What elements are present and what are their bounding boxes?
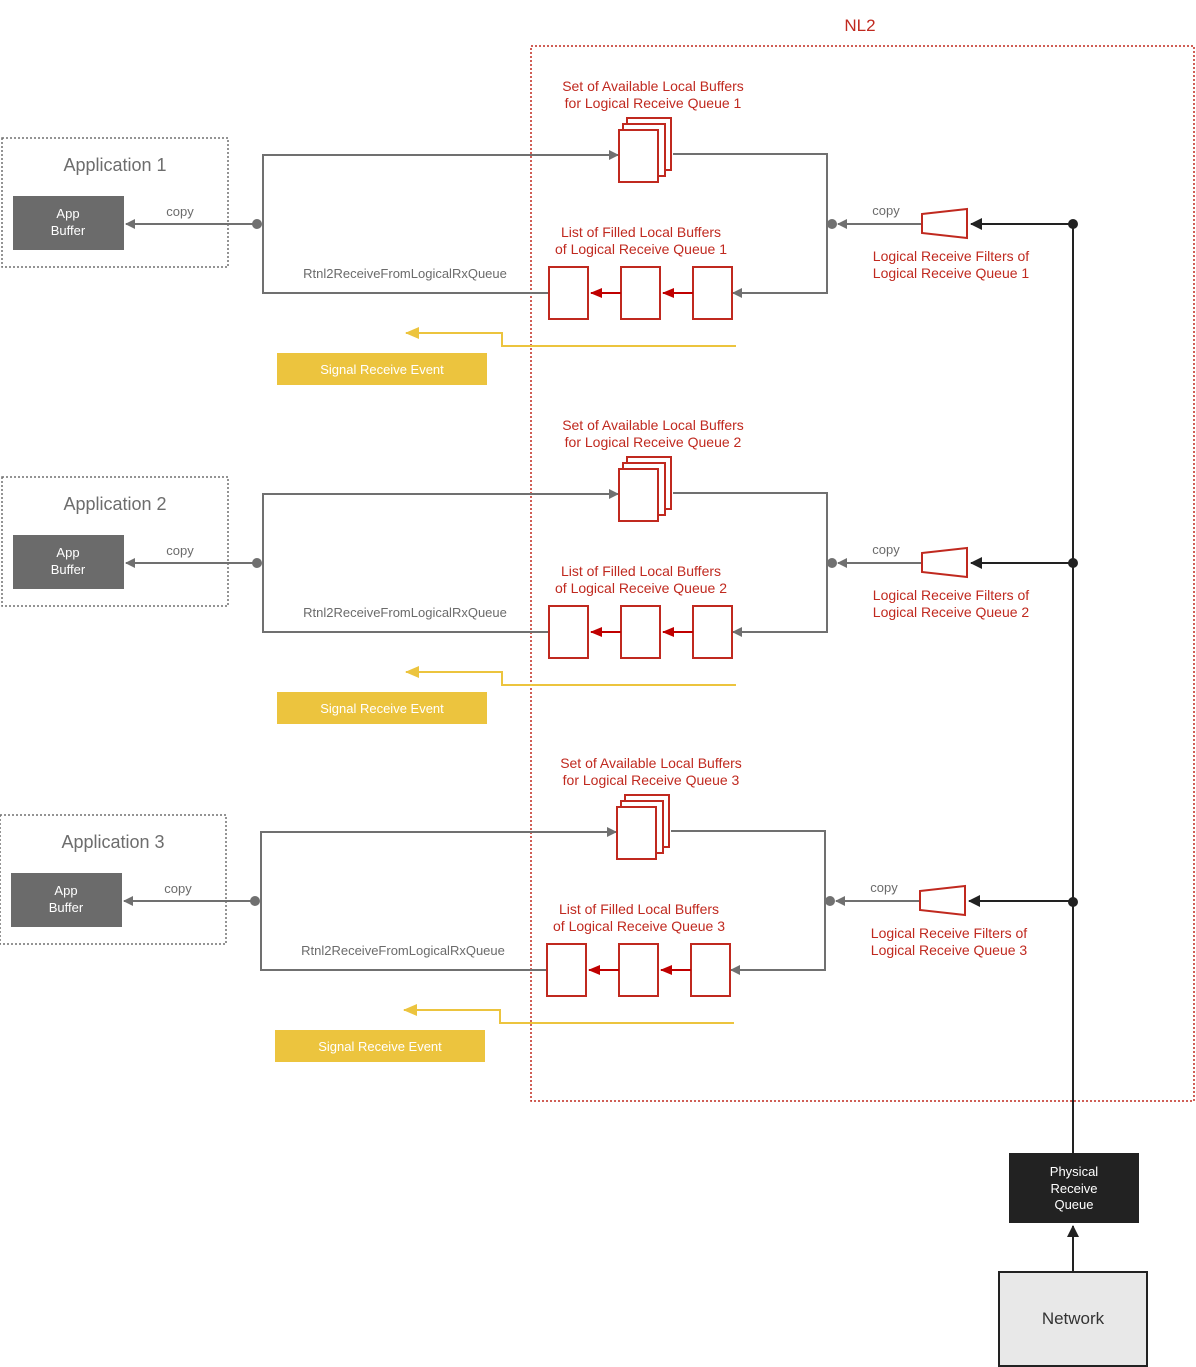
- app-buffer-label-2: Buffer: [51, 562, 86, 577]
- copy-label-right: copy: [872, 542, 900, 557]
- filter-label-2: Logical Receive Queue 3: [871, 942, 1028, 958]
- available-buffers-label-1: Set of Available Local Buffers: [562, 417, 744, 433]
- available-buffers-stack: [618, 117, 672, 183]
- copy-label-right: copy: [870, 880, 898, 895]
- available-buffers-label-2: for Logical Receive Queue 1: [565, 95, 742, 111]
- app-buffer-label-1: App: [54, 883, 77, 898]
- copy-label-left: copy: [166, 543, 194, 558]
- app-buffer: [13, 196, 124, 250]
- function-label: Rtnl2ReceiveFromLogicalRxQueue: [301, 943, 505, 958]
- filter-label-2: Logical Receive Queue 2: [873, 604, 1030, 620]
- logical-receive-filter-icon: [919, 884, 966, 917]
- copy-label-right: copy: [872, 203, 900, 218]
- junction-dot: [827, 219, 837, 229]
- nl2-boundary: [530, 45, 1195, 1102]
- filled-buffer: [548, 605, 589, 659]
- copy-label-left: copy: [164, 881, 192, 896]
- physical-queue-label-3: Queue: [1054, 1197, 1093, 1212]
- filled-buffer: [690, 943, 731, 997]
- signal-arrow: [405, 666, 736, 686]
- signal-receive-event: [277, 353, 487, 385]
- signal-receive-event: [277, 692, 487, 724]
- signal-receive-event-label: Signal Receive Event: [320, 701, 444, 716]
- application-title: Application 2: [63, 494, 166, 514]
- app-buffer-label-2: Buffer: [51, 223, 86, 238]
- signal-receive-event-label: Signal Receive Event: [318, 1039, 442, 1054]
- logical-receive-filter-icon: [921, 546, 968, 579]
- filter-label-2: Logical Receive Queue 1: [873, 265, 1030, 281]
- receive-loop-line: [262, 150, 619, 294]
- app-buffer-label-1: App: [56, 545, 79, 560]
- return-loop-line: [673, 153, 828, 298]
- app-buffer: [13, 535, 124, 589]
- filled-buffers-label-1: List of Filled Local Buffers: [561, 563, 721, 579]
- nl2-title: NL2: [844, 16, 875, 35]
- physical-queue-label-2: Receive: [1051, 1181, 1098, 1196]
- filled-buffers-label-2: of Logical Receive Queue 3: [553, 918, 725, 934]
- filter-label-1: Logical Receive Filters of: [873, 587, 1030, 603]
- return-loop-line: [673, 492, 828, 637]
- filled-buffer: [692, 605, 733, 659]
- function-label: Rtnl2ReceiveFromLogicalRxQueue: [303, 605, 507, 620]
- filled-buffer: [620, 266, 661, 320]
- filled-buffers-label-1: List of Filled Local Buffers: [559, 901, 719, 917]
- application-title: Application 3: [61, 832, 164, 852]
- junction-dot: [252, 219, 262, 229]
- available-buffers-label-2: for Logical Receive Queue 3: [563, 772, 740, 788]
- physical-receive-queue: Physical Receive Queue: [1009, 1153, 1139, 1223]
- filled-buffers-label-1: List of Filled Local Buffers: [561, 224, 721, 240]
- signal-receive-event-label: Signal Receive Event: [320, 362, 444, 377]
- receive-loop-line: [262, 489, 619, 633]
- filled-buffers-label-2: of Logical Receive Queue 2: [555, 580, 727, 596]
- return-loop-line: [671, 830, 826, 975]
- application-title: Application 1: [63, 155, 166, 175]
- junction-dot: [825, 896, 835, 906]
- application-box: [1, 476, 229, 607]
- filter-label-1: Logical Receive Filters of: [873, 248, 1030, 264]
- bus-junction-dot: [1068, 219, 1078, 229]
- network-label: Network: [1042, 1309, 1105, 1328]
- junction-dot: [827, 558, 837, 568]
- network-box: Network: [998, 1271, 1148, 1367]
- physical-queue-label-1: Physical: [1050, 1164, 1099, 1179]
- filled-buffer: [620, 605, 661, 659]
- app-buffer: [11, 873, 122, 927]
- filled-buffer: [692, 266, 733, 320]
- signal-receive-event: [275, 1030, 485, 1062]
- available-buffers-stack: [618, 456, 672, 522]
- copy-label-left: copy: [166, 204, 194, 219]
- app-buffer-label-2: Buffer: [49, 900, 84, 915]
- function-label: Rtnl2ReceiveFromLogicalRxQueue: [303, 266, 507, 281]
- logical-receive-filter-icon: [921, 207, 968, 240]
- application-box: [0, 814, 227, 945]
- application-box: [1, 137, 229, 268]
- filled-buffer: [618, 943, 659, 997]
- available-buffers-label-1: Set of Available Local Buffers: [560, 755, 742, 771]
- signal-arrow: [405, 327, 736, 347]
- available-buffers-label-1: Set of Available Local Buffers: [562, 78, 744, 94]
- junction-dot: [252, 558, 262, 568]
- receive-loop-line: [260, 827, 617, 971]
- signal-arrow: [403, 1004, 734, 1024]
- app-buffer-label-1: App: [56, 206, 79, 221]
- filled-buffers-label-2: of Logical Receive Queue 1: [555, 241, 727, 257]
- available-buffers-label-2: for Logical Receive Queue 2: [565, 434, 742, 450]
- bus-junction-dot: [1068, 558, 1078, 568]
- junction-dot: [250, 896, 260, 906]
- filled-buffer: [548, 266, 589, 320]
- filled-buffer: [546, 943, 587, 997]
- bus-junction-dot: [1068, 897, 1078, 907]
- filter-label-1: Logical Receive Filters of: [871, 925, 1028, 941]
- available-buffers-stack: [616, 794, 670, 860]
